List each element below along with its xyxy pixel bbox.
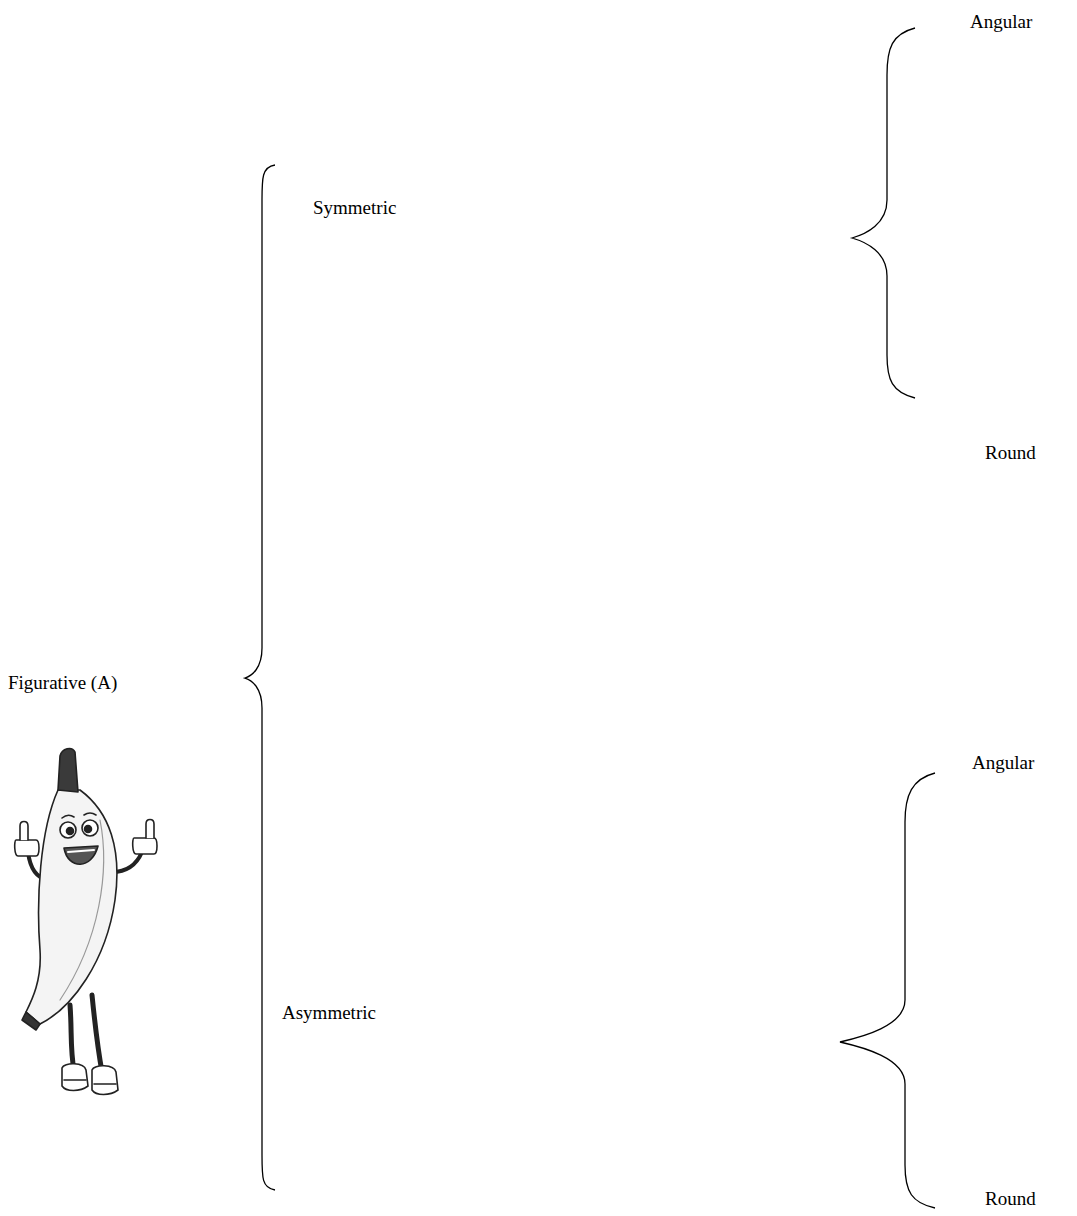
tree-label: Angular bbox=[970, 11, 1032, 33]
brace bbox=[245, 165, 275, 1190]
brace bbox=[840, 773, 935, 1208]
tree-label: Angular bbox=[972, 752, 1034, 774]
tree-label: Round bbox=[985, 442, 1036, 464]
tree-label: Asymmetric bbox=[282, 1002, 376, 1024]
tree-label: Round bbox=[985, 1188, 1036, 1210]
banana-illustration bbox=[15, 749, 157, 1095]
brace bbox=[852, 28, 915, 398]
tree-label: Symmetric bbox=[313, 197, 396, 219]
tree-label: Figurative (A) bbox=[8, 672, 117, 694]
